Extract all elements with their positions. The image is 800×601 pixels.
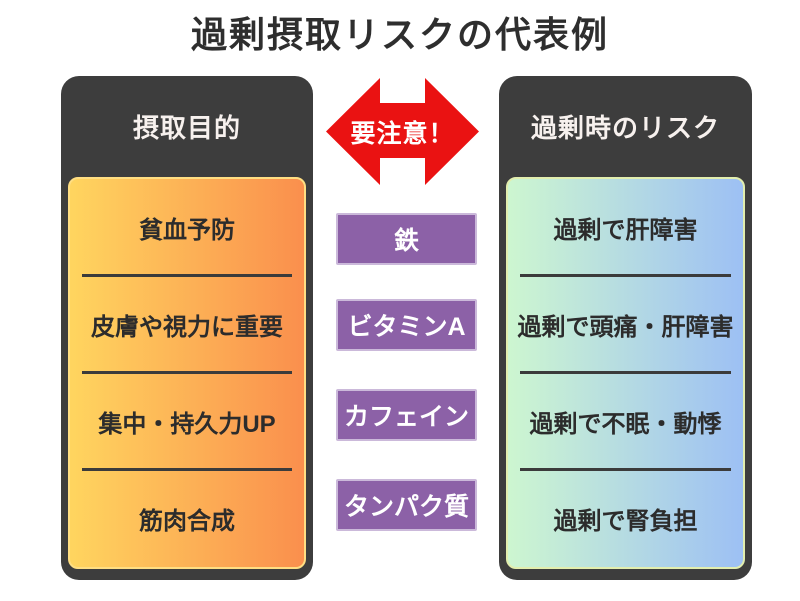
nutrient-box-protein: タンパク質 xyxy=(336,479,477,531)
nutrient-box-iron: 鉄 xyxy=(336,213,477,265)
overdose-risk-row: 過剰で頭痛・肝障害 xyxy=(508,276,743,374)
overdose-risk-row: 過剰で肝障害 xyxy=(508,179,743,277)
nutrient-box-caffeine: カフェイン xyxy=(336,389,477,441)
intake-purpose-row: 貧血予防 xyxy=(70,179,304,277)
intake-purpose-row: 皮膚や視力に重要 xyxy=(70,276,304,374)
nutrient-box-vitamin-a: ビタミンA xyxy=(336,299,477,351)
overdose-risk-panel: 過剰で肝障害 過剰で頭痛・肝障害 過剰で不眠・動悸 過剰で腎負担 xyxy=(506,177,745,569)
overdose-risk-row: 過剰で不眠・動悸 xyxy=(508,373,743,471)
overdose-risk-card: 過剰時のリスク 過剰で肝障害 過剰で頭痛・肝障害 過剰で不眠・動悸 過剰で腎負担 xyxy=(499,76,752,580)
intake-purpose-row: 集中・持久力UP xyxy=(70,373,304,471)
intake-purpose-card: 摂取目的 貧血予防 皮膚や視力に重要 集中・持久力UP 筋肉合成 xyxy=(61,76,313,580)
page-title: 過剰摂取リスクの代表例 xyxy=(190,14,609,55)
intake-purpose-panel: 貧血予防 皮膚や視力に重要 集中・持久力UP 筋肉合成 xyxy=(68,177,306,569)
caution-double-arrow: 要注意！ xyxy=(326,78,479,185)
overdose-risk-header: 過剰時のリスク xyxy=(530,113,720,143)
caution-label: 要注意！ xyxy=(350,119,455,148)
intake-purpose-row: 筋肉合成 xyxy=(139,508,235,535)
intake-purpose-header: 摂取目的 xyxy=(132,113,241,143)
overdose-risk-row: 過剰で腎負担 xyxy=(553,508,698,535)
